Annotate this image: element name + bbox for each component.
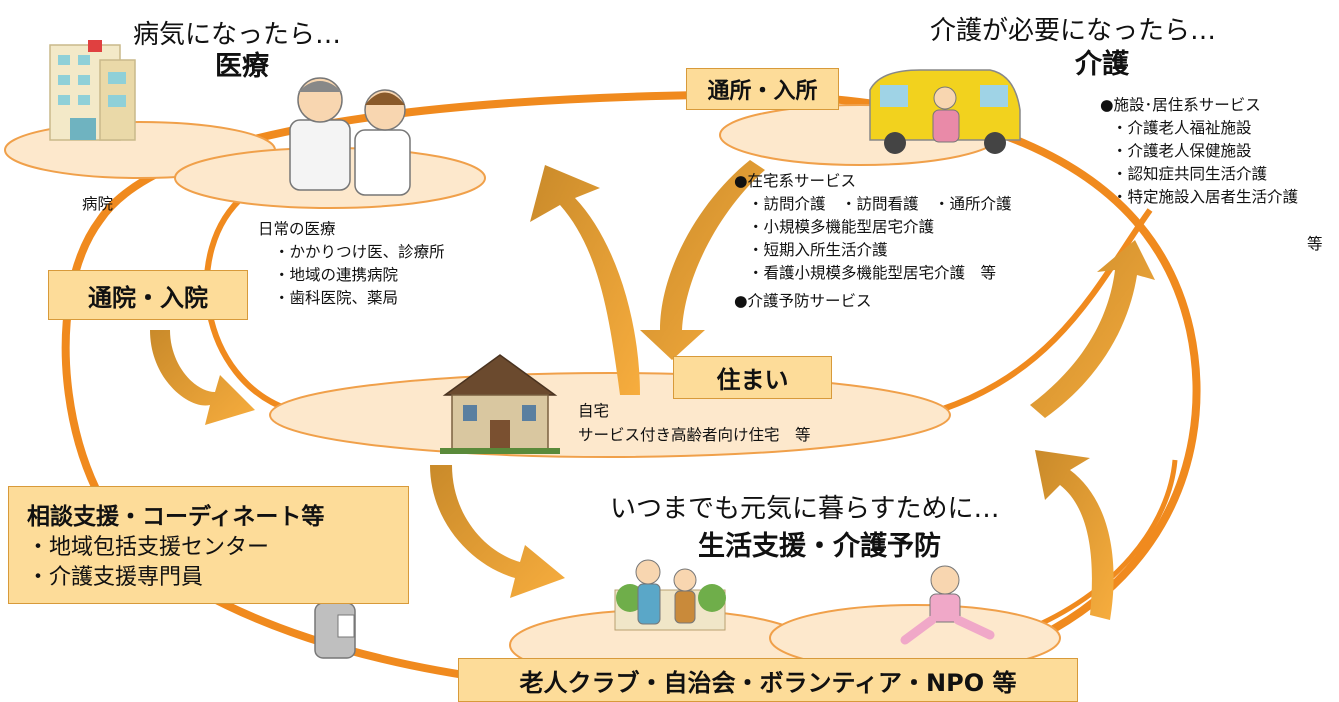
- commute-facility-label: 通所・入所: [707, 79, 818, 104]
- daily-care-item: ・かかりつけ医、診療所: [274, 243, 445, 261]
- community-groups-label: 老人クラブ・自治会・ボランティア・NPO 等: [519, 668, 1017, 697]
- care-title: 介護: [1075, 49, 1129, 80]
- arrow-hospital-to-housing: [150, 330, 255, 425]
- commute-hospital-label: 通院・入院: [88, 283, 208, 312]
- arrow-care-to-housing: [640, 160, 765, 360]
- facility-service-item: ・特定施設入居者生活介護: [1112, 188, 1299, 206]
- housing-line-1: 自宅: [578, 402, 610, 420]
- seniors-walking-illustration: [614, 559, 726, 631]
- daily-care-item: ・地域の連携病院: [274, 266, 399, 284]
- consultation-support-box: 相談支援・コーディネート等 ・地域包括支援センター ・介護支援専門員: [8, 486, 409, 604]
- commute-hospital-box: 通院・入院: [48, 270, 248, 320]
- daily-care-list: 日常の医療 ・かかりつけ医、診療所 ・地域の連携病院 ・歯科医院、薬局: [258, 218, 445, 310]
- hospital-label: 病院: [82, 195, 114, 213]
- facility-services-heading: ●施設･居住系サービス: [1100, 96, 1261, 114]
- arrow-housing-to-care: [1030, 240, 1155, 418]
- inner-arc-right: [939, 208, 1153, 413]
- hospital-building-illustration: [49, 40, 136, 141]
- facility-service-item: ・認知症共同生活介護: [1112, 165, 1268, 183]
- care-heading: 介護が必要になったら…: [930, 16, 1217, 46]
- facility-service-item: ・介護老人福祉施設: [1112, 119, 1252, 137]
- home-services-list: ●在宅系サービス ・訪問介護 ・訪問看護 ・通所介護 ・小規模多機能型居宅介護 …: [734, 170, 1012, 313]
- consultation-title: 相談支援・コーディネート等: [27, 504, 325, 530]
- facility-services-list: ●施設･居住系サービス ・介護老人福祉施設 ・介護老人保健施設 ・認知症共同生活…: [1100, 94, 1298, 209]
- house-illustration: [440, 354, 560, 454]
- care-van-illustration: [869, 69, 1021, 154]
- commute-facility-box: 通所・入所: [686, 68, 839, 110]
- facility-service-item: ・介護老人保健施設: [1112, 142, 1252, 160]
- home-service-item: ・小規模多機能型居宅介護: [748, 218, 935, 236]
- prevention-services-heading: ●介護予防サービス: [734, 292, 872, 310]
- living-heading: いつまでも元気に暮らすために…: [610, 494, 1000, 524]
- senior-exercise-illustration: [900, 565, 995, 645]
- doctors-illustration: [289, 77, 411, 196]
- facility-services-suffix: 等: [1307, 235, 1323, 253]
- daily-care-heading: 日常の医療: [258, 220, 336, 238]
- medical-heading: 病気になったら…: [133, 20, 342, 50]
- arrow-housing-to-living: [430, 465, 565, 598]
- arrow-living-to-housing: [1035, 450, 1114, 620]
- medical-title: 医療: [215, 51, 269, 82]
- consultation-item: ・介護支援専門員: [27, 565, 204, 590]
- daily-care-item: ・歯科医院、薬局: [274, 289, 399, 307]
- home-service-item: ・短期入所生活介護: [748, 241, 888, 259]
- community-groups-box: 老人クラブ・自治会・ボランティア・NPO 等: [458, 658, 1078, 702]
- living-title: 生活支援・介護予防: [698, 531, 941, 562]
- home-service-item: ・訪問介護 ・訪問看護 ・通所介護: [748, 195, 1012, 213]
- home-service-item: ・看護小規模多機能型居宅介護 等: [748, 264, 997, 282]
- housing-line-2: サービス付き高齢者向け住宅 等: [578, 426, 811, 444]
- housing-label: 住まい: [716, 366, 789, 394]
- consultation-item: ・地域包括支援センター: [27, 535, 270, 560]
- arrow-housing-to-medical: [530, 165, 640, 395]
- home-services-heading: ●在宅系サービス: [734, 172, 857, 190]
- housing-box: 住まい: [673, 356, 832, 399]
